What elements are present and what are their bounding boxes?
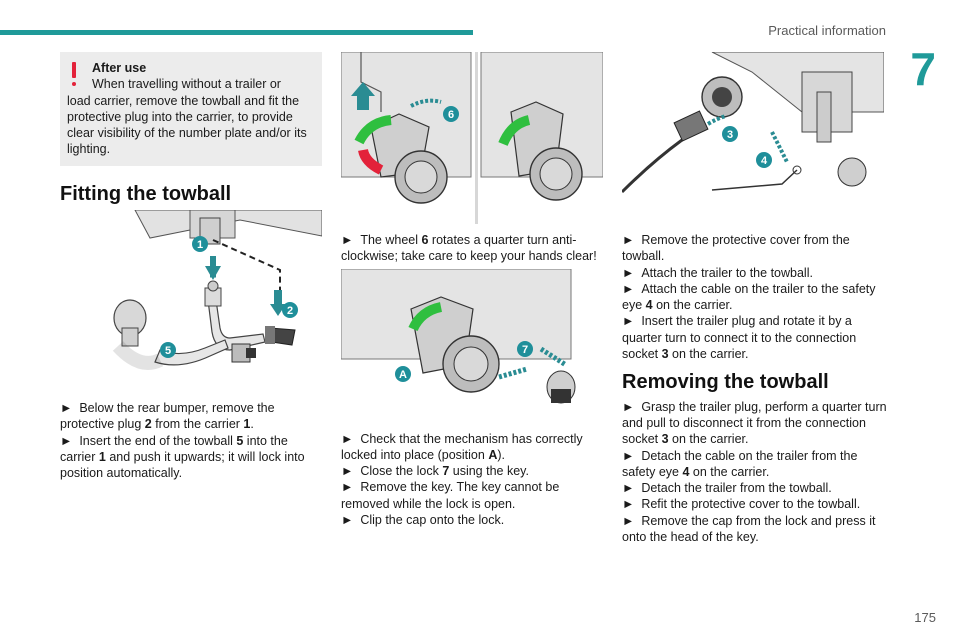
warning-exclamation-icon [72, 62, 76, 86]
section-title: Practical information [768, 23, 886, 38]
page-number: 175 [914, 610, 936, 625]
callout-label-6: 6 [448, 109, 454, 121]
callout-label-1: 1 [197, 239, 203, 251]
instruction-item: ► Insert the trailer plug and rotate it … [622, 314, 857, 362]
column-1: After use When travelling without a trai… [60, 52, 322, 482]
callout-label-5: 5 [165, 345, 171, 357]
instruction-item: ► Refit the protective cover to the towb… [622, 497, 861, 512]
instruction-item: ► Remove the protective cover from the t… [622, 233, 850, 264]
wheel-rotation-illustration: 6 [341, 52, 603, 224]
header-accent-bar [0, 30, 473, 35]
instruction-item: ► Remove the cap from the lock and press… [622, 513, 876, 545]
callout-label-2: 2 [287, 305, 293, 317]
chapter-number: 7 [910, 43, 936, 95]
column-2: 6 ► The wheel 6 rotates a quarter turn a… [341, 52, 603, 528]
instruction-item: ► Attach the cable on the trailer to the… [622, 281, 876, 313]
note-title: After use [92, 61, 147, 75]
instruction-item: ► Remove the key. The key cannot be remo… [341, 480, 560, 511]
warning-note: After use When travelling without a trai… [60, 52, 322, 166]
heading-fitting-towball: Fitting the towball [60, 182, 232, 205]
instruction-item: ► Detach the cable on the trailer from t… [622, 448, 858, 479]
instruction-item: ► Detach the trailer from the towball. [622, 481, 832, 496]
lock-key-illustration: A 7 [341, 268, 603, 419]
instruction-item: ► Grasp the trailer plug, perform a quar… [622, 399, 887, 447]
callout-label-7: 7 [522, 344, 528, 356]
callout-label-4: 4 [761, 155, 768, 167]
trailer-connection-illustration: 3 4 [622, 52, 884, 224]
callout-label-a: A [399, 369, 407, 381]
callout-label-3: 3 [727, 129, 733, 141]
instruction-item: ► Check that the mechanism has correctly… [341, 431, 583, 462]
instruction-item: ► Insert the end of the towball 5 into t… [60, 433, 305, 481]
note-text-first: When travelling without a trailer or [92, 77, 281, 92]
instruction-item: ► Attach the trailer to the towball. [622, 265, 813, 280]
instruction-item: ► Close the lock 7 using the key. [341, 464, 529, 479]
column-3: 3 4 ► Remove the protective cover from t… [622, 52, 888, 545]
note-text-rest: load carrier, remove the towball and fit… [67, 93, 307, 157]
instruction-item: ► The wheel 6 rotates a quarter turn ant… [341, 233, 597, 264]
instruction-item: ► Clip the cap onto the lock. [341, 513, 505, 528]
heading-removing-towball: Removing the towball [622, 371, 829, 394]
instruction-item: ► Below the rear bumper, remove the prot… [60, 401, 275, 432]
fitting-towball-illustration: 1 2 5 [60, 210, 322, 383]
